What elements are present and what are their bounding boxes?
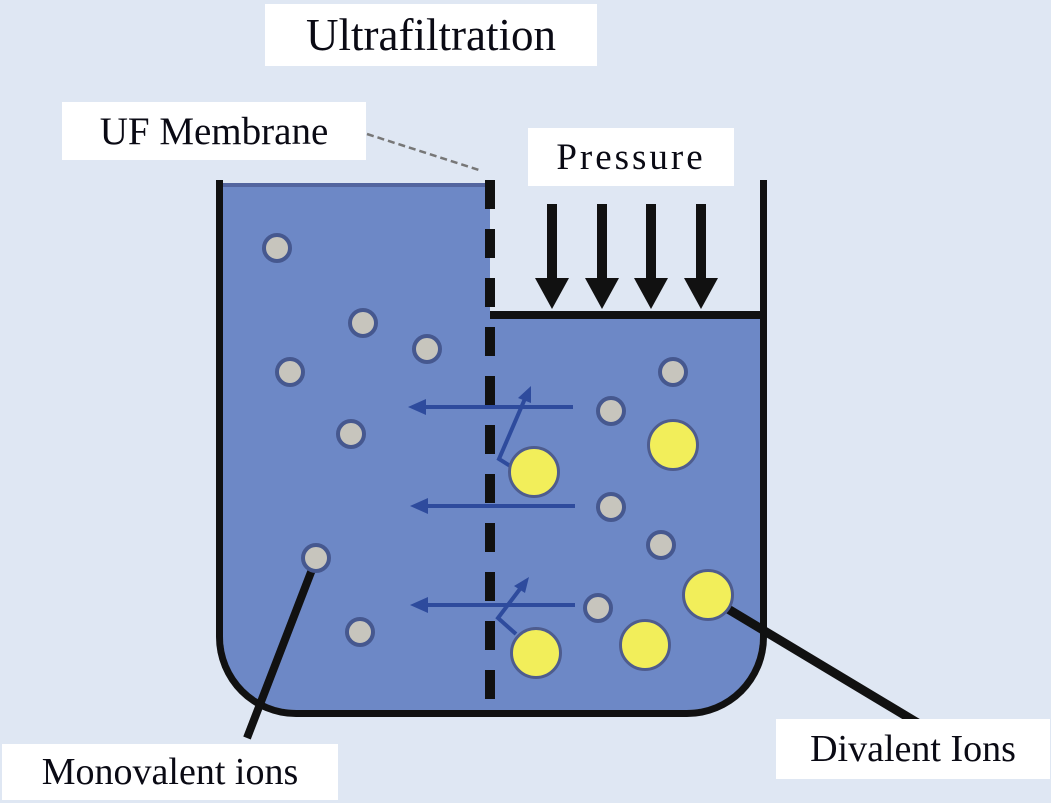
diagram-title: Ultrafiltration [265,4,597,66]
monovalent-ions-label: Monovalent ions [2,744,338,800]
uf-membrane-leader-line [366,132,483,173]
uf-membrane-label: UF Membrane [62,102,366,160]
vessel-outline [216,180,767,717]
divalent-ions-label: Divalent Ions [776,719,1050,779]
uf-membrane-dashed-line [485,180,495,710]
pressure-label: Pressure [528,128,734,186]
